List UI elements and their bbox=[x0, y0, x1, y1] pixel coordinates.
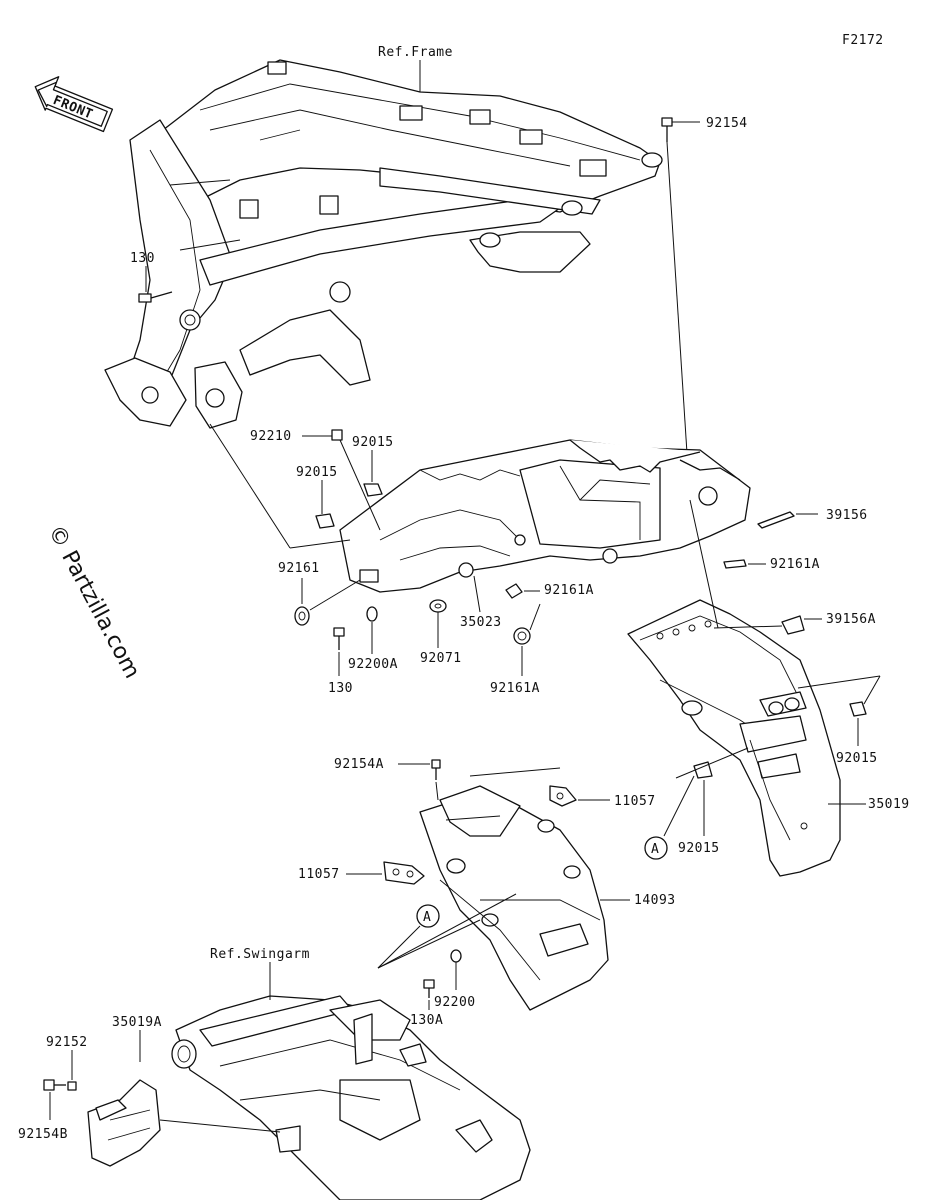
label-11057-a: 11057 bbox=[614, 794, 656, 809]
label-92015-c: 92015 bbox=[836, 751, 878, 766]
svg-text:© Partzilla.com: © Partzilla.com bbox=[43, 521, 145, 683]
label-92154B: 92154B bbox=[18, 1127, 68, 1142]
callout-a-2-group: A bbox=[377, 893, 517, 969]
label-92015-d: 92015 bbox=[678, 841, 720, 856]
label-130-top: 130 bbox=[130, 251, 155, 266]
ref-frame-label: Ref.Frame bbox=[378, 45, 453, 60]
frame-assembly bbox=[104, 59, 663, 429]
label-92200A: 92200A bbox=[348, 657, 398, 672]
clamp-11057-b: 11057 bbox=[298, 861, 425, 885]
swingarm-assembly bbox=[171, 995, 531, 1200]
label-92015-b: 92015 bbox=[296, 465, 338, 480]
label-92161A-c: 92161A bbox=[490, 681, 540, 696]
bolt-130-mid: 130 bbox=[328, 627, 353, 696]
bolt-92154: 92154 bbox=[661, 116, 748, 501]
callout-a-2: A bbox=[423, 910, 431, 925]
clip-92015-c: 92015 bbox=[797, 675, 881, 766]
bolt-130-top: 130 bbox=[130, 251, 173, 303]
label-14093: 14093 bbox=[634, 893, 676, 908]
front-arrow-icon: FRONT bbox=[34, 76, 114, 133]
label-92152: 92152 bbox=[46, 1035, 88, 1050]
collar-92152: 92152 bbox=[46, 1035, 88, 1091]
label-35019: 35019 bbox=[868, 797, 910, 812]
label-130A: 130A bbox=[410, 1013, 443, 1028]
strip-39156: 39156 bbox=[757, 508, 868, 529]
strip-39156A: 39156A bbox=[713, 612, 876, 635]
label-92015-a: 92015 bbox=[352, 435, 394, 450]
label-92210: 92210 bbox=[250, 429, 292, 444]
label-92161A-b: 92161A bbox=[544, 583, 594, 598]
inner-fender-edge bbox=[469, 767, 561, 777]
label-130-mid: 130 bbox=[328, 681, 353, 696]
label-92200: 92200 bbox=[434, 995, 476, 1010]
callout-a-circle-1 bbox=[644, 836, 668, 860]
label-92154: 92154 bbox=[706, 116, 748, 131]
diagram-code: F2172 bbox=[842, 33, 884, 48]
washer-92200A: 92200A bbox=[348, 606, 398, 672]
label-35023: 35023 bbox=[460, 615, 502, 630]
label-92071: 92071 bbox=[420, 651, 462, 666]
label-35019A: 35019A bbox=[112, 1015, 162, 1030]
undertray-35023 bbox=[339, 439, 751, 593]
clamp-11057-a: 11057 bbox=[549, 785, 656, 809]
watermark: © Partzilla.com bbox=[43, 521, 145, 683]
label-92161: 92161 bbox=[278, 561, 320, 576]
nut-92210: 92210 bbox=[250, 429, 381, 531]
grommet-92161: 92161 bbox=[278, 561, 361, 626]
clip-92015-d: 92015 A bbox=[644, 747, 749, 860]
rear-fender-35019 bbox=[627, 599, 841, 877]
label-92161A-a: 92161A bbox=[770, 557, 820, 572]
damper-92161A-c: 92161A bbox=[490, 603, 541, 696]
damper-92161A-a: 92161A bbox=[723, 557, 820, 572]
bolt-92154B: 92154B bbox=[18, 1079, 68, 1142]
ref-swingarm-label: Ref.Swingarm bbox=[210, 947, 310, 962]
screw-92154A: 92154A bbox=[334, 757, 441, 801]
grommet-92071: 92071 bbox=[420, 599, 462, 666]
callout-a-1: A bbox=[651, 842, 659, 857]
label-92154A: 92154A bbox=[334, 757, 384, 772]
label-39156: 39156 bbox=[826, 508, 868, 523]
damper-92161A-b: 92161A bbox=[505, 583, 594, 599]
chain-guard-35019A: 35019A bbox=[87, 1015, 281, 1167]
bolt-130A: 130A bbox=[410, 979, 443, 1028]
leader-92154-fender bbox=[689, 499, 719, 629]
label-11057-b: 11057 bbox=[298, 867, 340, 882]
clip-92015-b: 92015 bbox=[209, 423, 351, 549]
label-39156A: 39156A bbox=[826, 612, 876, 627]
inner-fender-14093 bbox=[419, 785, 609, 1011]
washer-92200: 92200 bbox=[434, 949, 476, 1010]
clip-92015-a: 92015 bbox=[352, 435, 394, 497]
